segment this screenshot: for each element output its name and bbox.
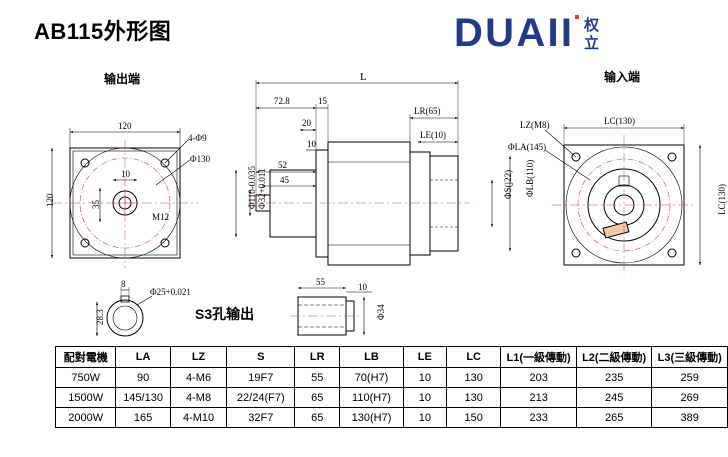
table-cell: 750W <box>54 367 117 388</box>
dim-28-3: 28.3 <box>95 309 105 325</box>
dim-72-8: 72.8 <box>274 96 290 106</box>
table-cell: 130(H7) <box>339 407 404 428</box>
table-cell: 110(H7) <box>339 387 404 408</box>
dim-phiLA: ΦLA(145) <box>508 142 546 152</box>
table-header-cell: LA <box>115 346 171 368</box>
table-cell: 10 <box>402 367 447 388</box>
table-header-cell: LZ <box>169 346 228 368</box>
page-title: AB115外形图 <box>34 19 172 44</box>
dim-phi34: Φ34 <box>376 304 386 320</box>
dim-phi32: Φ32+0.011 <box>257 168 267 209</box>
dim-10a: 10 <box>307 139 317 149</box>
dim-phiLB: ΦLB(110) <box>525 160 535 197</box>
dim-52: 52 <box>278 160 287 170</box>
svg-text:DUAII: DUAII <box>454 12 572 52</box>
dim-LC-top: LC(130) <box>604 116 635 126</box>
table-header-cell: S <box>226 346 296 368</box>
table-cell: 145/130 <box>115 387 171 408</box>
table-cell: 213 <box>500 387 577 408</box>
output-flange-view <box>50 128 198 268</box>
dim-phiS: ΦS(j22) <box>503 170 513 199</box>
table-cell: 203 <box>500 367 577 388</box>
dim-LZ: LZ(M8) <box>520 120 550 130</box>
table-cell: 233 <box>500 407 577 428</box>
table-cell: 10 <box>402 387 447 408</box>
logo-cn-top: 权 <box>583 16 600 34</box>
dim-15: 15 <box>318 96 328 106</box>
table-cell: 259 <box>651 367 728 388</box>
dim-35: 35 <box>91 200 101 210</box>
dim-10b: 10 <box>358 282 368 292</box>
dim-LC-side: LC(130) <box>717 184 727 215</box>
keyway-detail <box>95 287 153 337</box>
dim-4-phi9: 4-Φ9 <box>188 133 207 143</box>
table-cell: 4-M10 <box>169 407 228 428</box>
table-cell: 90 <box>115 367 171 388</box>
table-cell: 10 <box>402 407 447 428</box>
dim-20: 20 <box>302 118 312 128</box>
table-cell: 2000W <box>54 407 117 428</box>
table-cell: 245 <box>575 387 653 408</box>
side-view <box>234 80 512 266</box>
table-header-cell: L2(二級傳動) <box>575 346 653 368</box>
table-cell: 19F7 <box>226 367 296 388</box>
dim-8: 8 <box>121 279 126 289</box>
dim-LE: LE(10) <box>420 130 446 140</box>
dim-55: 55 <box>316 277 326 287</box>
dim-phi110: Φ110-0.035 <box>247 166 257 209</box>
dim-m12: M12 <box>152 212 169 222</box>
table-cell: 165 <box>115 407 171 428</box>
dim-phi130: Φ130 <box>190 154 211 164</box>
table-cell: 265 <box>575 407 653 428</box>
dim-120-side: 120 <box>45 193 55 207</box>
table-cell: 130 <box>445 367 502 388</box>
table-cell: 22/24(F7) <box>226 387 296 408</box>
brand-logo: DUAII 权 立 <box>454 12 600 52</box>
table-cell: 130 <box>445 387 502 408</box>
output-end-label: 输出端 <box>104 72 141 86</box>
table-cell: 235 <box>575 367 653 388</box>
table-cell: 65 <box>294 387 341 408</box>
logo-cn-bottom: 立 <box>584 34 599 52</box>
input-flange-view <box>544 124 702 275</box>
table-header-cell: LE <box>402 346 447 368</box>
dim-LR: LR(65) <box>414 106 441 116</box>
dim-key-10: 10 <box>121 169 131 179</box>
table-header-cell: LR <box>294 346 341 368</box>
table-cell: 269 <box>651 387 728 408</box>
input-end-label: 输入端 <box>604 70 641 84</box>
table-header-cell: 配對電機 <box>54 346 117 368</box>
dim-120-top: 120 <box>118 121 132 131</box>
table-cell: 70(H7) <box>339 367 404 388</box>
table-header-cell: L3(三級傳動) <box>651 346 728 368</box>
table-cell: 32F7 <box>226 407 296 428</box>
dim-45: 45 <box>280 175 290 185</box>
table-cell: 4-M6 <box>169 367 228 388</box>
s3-output-label: S3孔输出 <box>195 306 255 322</box>
table-header-cell: L1(一級傳動) <box>500 346 577 368</box>
table-cell: 1500W <box>54 387 117 408</box>
table-cell: 4-M8 <box>169 387 228 408</box>
table-cell: 389 <box>651 407 728 428</box>
table-header-cell: LC <box>445 346 502 368</box>
table-cell: 65 <box>294 407 341 428</box>
table-cell: 150 <box>445 407 502 428</box>
table-cell: 55 <box>294 367 341 388</box>
table-header-cell: LB <box>339 346 404 368</box>
dim-L: L <box>360 71 367 83</box>
hollow-shaft-detail <box>290 286 372 336</box>
dim-phi25: Φ25+0.021 <box>150 287 191 297</box>
